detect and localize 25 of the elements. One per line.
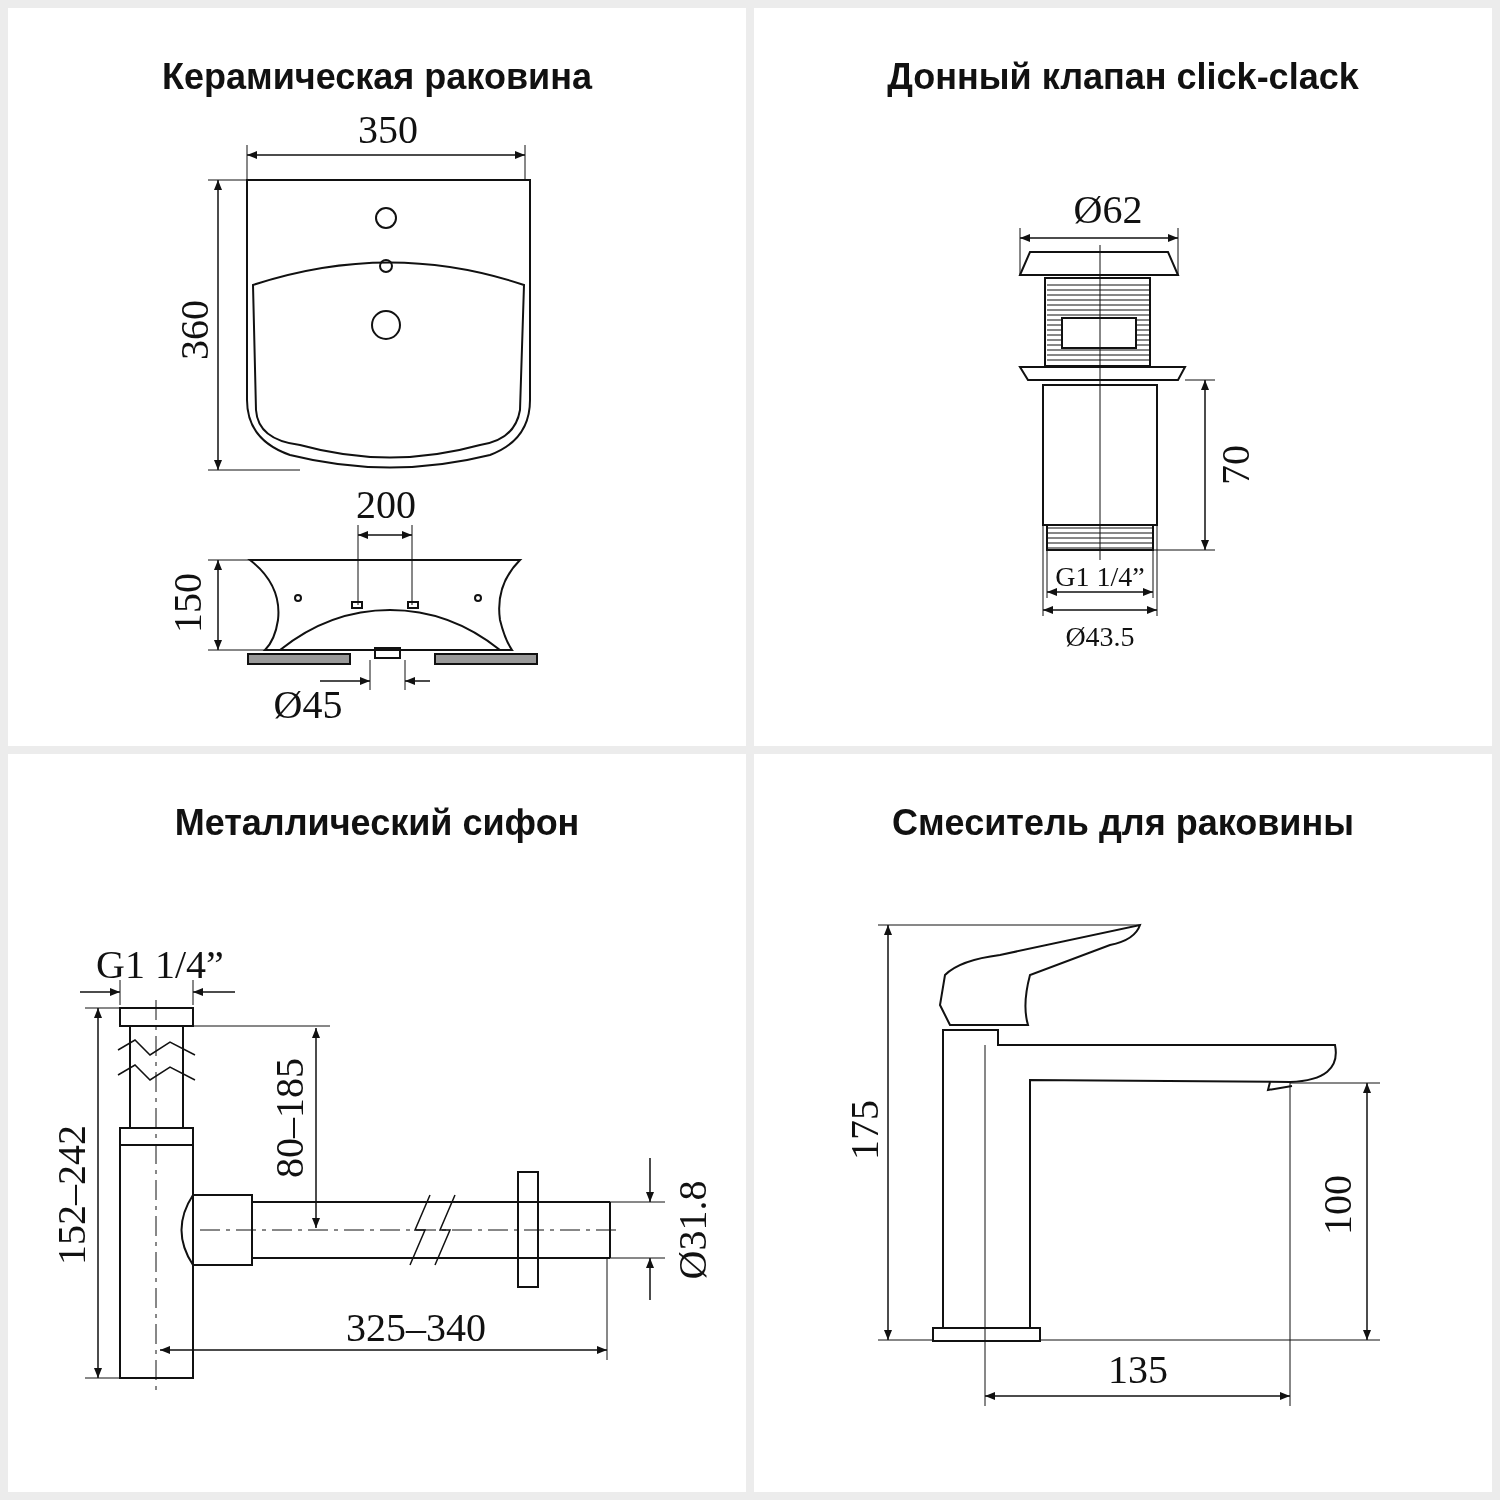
dimension-label: Ø62	[1073, 190, 1143, 230]
dimension-label: 325–340	[346, 1308, 486, 1348]
dimension-label: 70	[1216, 445, 1256, 485]
dimension-label: 350	[358, 110, 418, 150]
dimension-label: 150	[168, 573, 208, 633]
dimension-label: Ø31.8	[673, 1180, 713, 1280]
dimension-label: 80–185	[270, 1058, 310, 1178]
panel-card	[8, 8, 746, 746]
panel-title: Донный клапан click-clack	[887, 56, 1359, 98]
dimension-label: G1 1/4”	[1055, 563, 1145, 591]
dimension-label: Ø45	[273, 685, 343, 725]
panel-card	[8, 754, 746, 1492]
panel-card	[754, 8, 1492, 746]
dimension-label: 100	[1318, 1175, 1358, 1235]
panel-title: Керамическая раковина	[162, 56, 592, 98]
panel-title: Смеситель для раковины	[892, 802, 1354, 844]
dimension-label: G1 1/4”	[96, 945, 224, 985]
dimension-label: Ø43.5	[1065, 623, 1135, 651]
dimension-label: 152–242	[52, 1125, 92, 1265]
dimension-label: 175	[845, 1100, 885, 1160]
dimension-label: 135	[1108, 1350, 1168, 1390]
dimension-label: 200	[356, 485, 416, 525]
panel-title: Металлический сифон	[174, 802, 580, 844]
dimension-label: 360	[175, 300, 215, 360]
panel-card	[754, 754, 1492, 1492]
